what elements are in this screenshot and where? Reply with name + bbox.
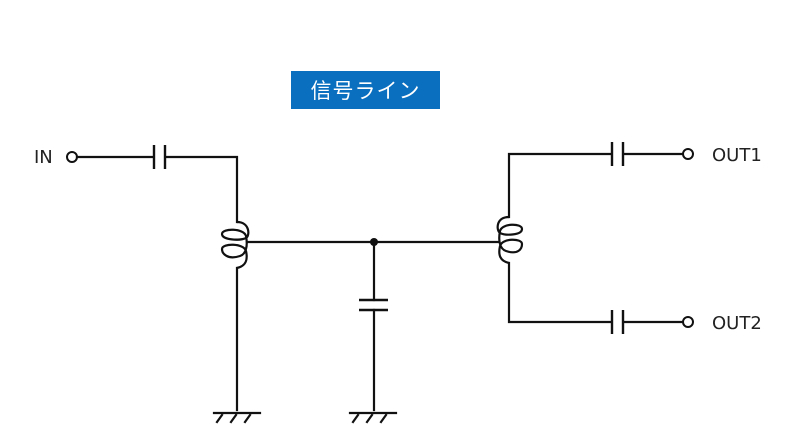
capacitor-input (152, 145, 167, 169)
wire-cin-to-l1 (164, 155, 239, 224)
capacitor-output2 (610, 310, 625, 334)
output1-terminal[interactable] (682, 148, 694, 160)
output2-terminal[interactable] (682, 316, 694, 328)
wire-l2-to-cout2 (507, 261, 613, 324)
capacitor-output1 (610, 142, 625, 166)
ground-icon-2 (348, 411, 398, 424)
ground-icon-1 (212, 411, 262, 424)
output2-label: OUT2 (712, 313, 762, 334)
title-badge: 信号ライン (291, 71, 440, 109)
inductor-l1 (220, 220, 250, 270)
wire-l2-to-cout1 (507, 152, 613, 219)
output1-label: OUT1 (712, 145, 762, 166)
input-label: IN (34, 147, 53, 168)
inductor-l2 (496, 215, 524, 265)
capacitor-shunt (359, 298, 388, 312)
input-terminal[interactable] (66, 151, 78, 163)
title-text: 信号ライン (310, 79, 421, 103)
